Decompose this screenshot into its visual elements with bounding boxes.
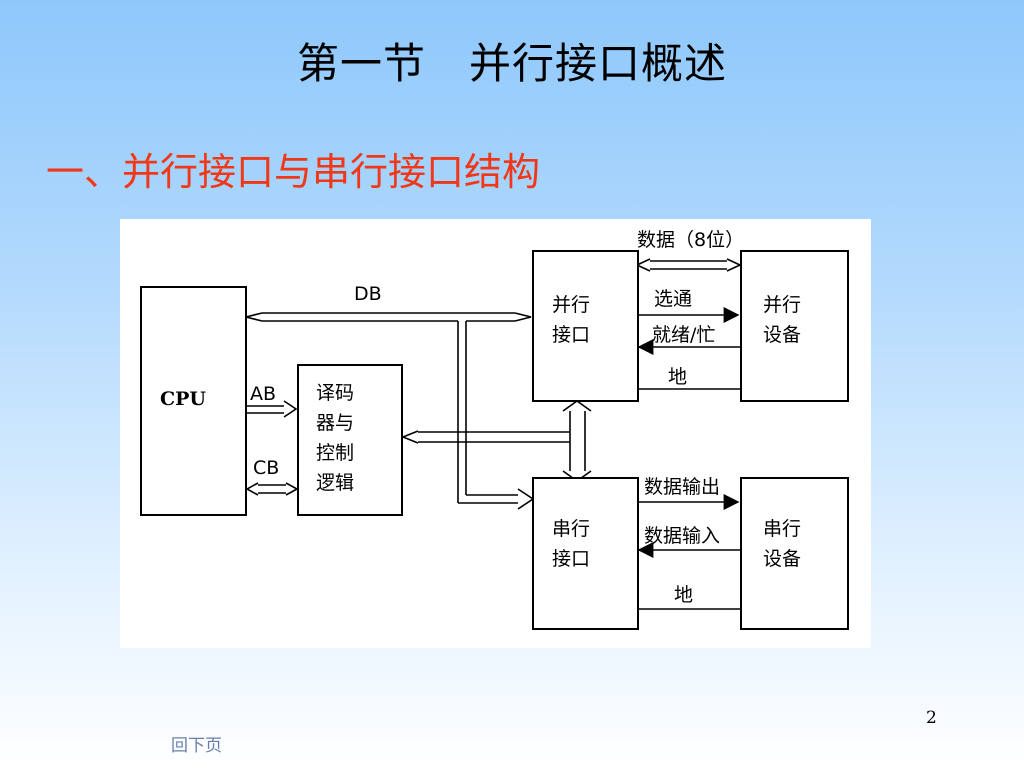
ground-label-serial: 地 bbox=[674, 584, 694, 606]
parallel-interface-box: 并行 接口 bbox=[532, 250, 639, 402]
cpu-box: CPU bbox=[140, 286, 247, 516]
serial-device-label: 串行 设备 bbox=[763, 518, 802, 570]
decoder-control-box: 译码 器与 控制 逻辑 bbox=[297, 364, 403, 516]
db-label: DB bbox=[354, 283, 382, 305]
parallel-interface-label: 并行 接口 bbox=[552, 294, 591, 346]
db-bus-arrow bbox=[245, 312, 532, 322]
slide-title: 第一节 并行接口概述 bbox=[296, 39, 727, 88]
select-label: 选通 bbox=[654, 288, 693, 310]
serial-interface-label: 串行 接口 bbox=[552, 518, 591, 570]
ab-bus-arrow bbox=[246, 400, 298, 418]
data8-bus-arrow bbox=[635, 258, 742, 272]
ground-label-parallel: 地 bbox=[668, 366, 688, 388]
parallel-device-box: 并行 设备 bbox=[740, 250, 849, 402]
data8-label: 数据（8位） bbox=[637, 229, 745, 251]
cpu-label: CPU bbox=[160, 388, 206, 410]
cb-label: CB bbox=[253, 457, 280, 479]
next-page-link[interactable]: 回下页 bbox=[171, 736, 222, 756]
decoder-control-label: 译码 器与 控制 逻辑 bbox=[316, 382, 355, 494]
connection-lines bbox=[245, 258, 742, 610]
ab-label: AB bbox=[250, 383, 277, 405]
section-heading: 一、并行接口与串行接口结构 bbox=[46, 150, 541, 194]
serial-interface-box: 串行 接口 bbox=[532, 477, 639, 630]
data-out-label: 数据输出 bbox=[644, 476, 721, 498]
ready-busy-label: 就绪/忙 bbox=[652, 324, 716, 346]
parallel-device-label: 并行 设备 bbox=[763, 294, 802, 346]
data-in-label: 数据输入 bbox=[644, 525, 721, 547]
cb-bus-arrow bbox=[245, 482, 299, 496]
db-branch-serial bbox=[457, 321, 535, 510]
interface-diagram: CPU 译码 器与 控制 逻辑 并行 接口 并行 设备 串行 接口 串行 设备 … bbox=[120, 219, 871, 648]
page-number: 2 bbox=[926, 708, 937, 728]
serial-device-box: 串行 设备 bbox=[740, 477, 849, 630]
decoder-control-bus bbox=[400, 400, 592, 482]
